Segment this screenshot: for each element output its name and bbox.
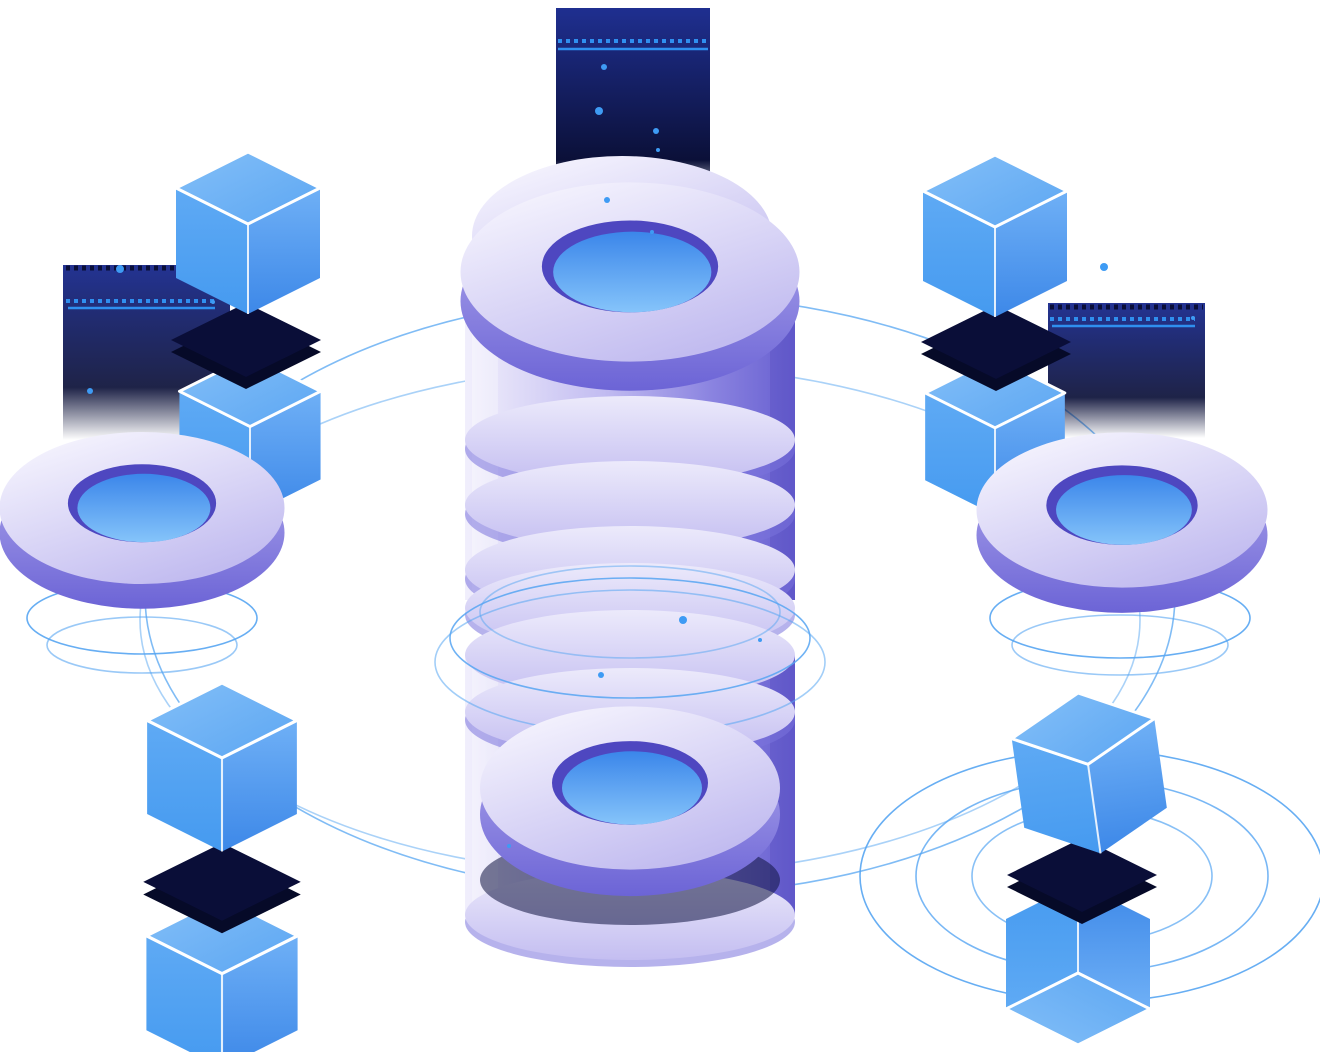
bottom-left-cube-top	[145, 681, 299, 854]
right-cube-top	[921, 153, 1069, 319]
center-front-torus	[480, 706, 780, 897]
bottom-right-cube	[1005, 681, 1174, 865]
floating-dots	[87, 64, 1195, 848]
left-torus	[0, 432, 285, 609]
bottom-left-platform-diamond	[143, 843, 301, 934]
center-top-torus	[460, 182, 800, 391]
right-torus	[976, 432, 1268, 613]
right-panel	[1048, 303, 1205, 438]
